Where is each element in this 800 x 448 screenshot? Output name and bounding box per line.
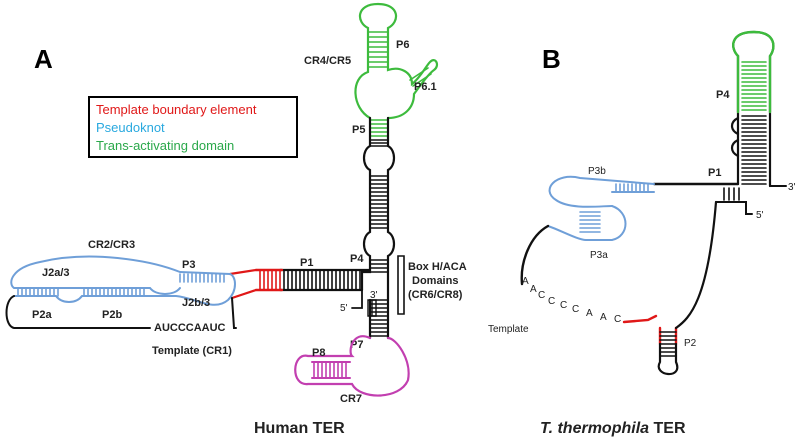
p6-helix-pairs <box>367 31 389 68</box>
p3-helix-pairs <box>179 273 225 283</box>
p5-helix-pairs-green <box>369 119 389 137</box>
template-nucleotide: A <box>522 276 529 287</box>
label-box-haca-3: (CR6/CR8) <box>408 289 463 301</box>
label-p1: P1 <box>300 257 313 269</box>
p2-helix-pairs <box>659 331 677 357</box>
label-box-haca-2: Domains <box>412 275 458 287</box>
label-cr7: CR7 <box>340 393 362 405</box>
p3b-helix-pairs <box>615 183 649 193</box>
legend-template-boundary: Template boundary element <box>96 102 257 117</box>
label-p4: P4 <box>350 253 364 265</box>
template-strand-right <box>231 297 237 329</box>
label-template-tet: Template <box>488 324 529 335</box>
p4-bulges <box>730 116 740 158</box>
p4-stem <box>732 30 775 188</box>
label-p2: P2 <box>684 338 697 349</box>
label-p2a: P2a <box>32 309 52 321</box>
panel-b-letter: B <box>542 44 561 74</box>
label-p2b: P2b <box>102 309 122 321</box>
label-3-prime-tet: 3' <box>788 182 796 193</box>
p1-helix-pairs <box>283 269 361 291</box>
label-p3b: P3b <box>588 166 606 177</box>
p1-bottom-strand-tet <box>715 201 753 215</box>
p3a-helix-pairs <box>579 211 601 233</box>
p8-helix-pairs <box>313 361 347 379</box>
label-p4-tet: P4 <box>716 89 730 101</box>
label-3-prime-human: 3' <box>370 290 378 301</box>
p4-green-pairs <box>741 61 767 111</box>
label-p6-1: P6.1 <box>414 81 437 93</box>
template-nucleotide: C <box>548 296 555 307</box>
template-nucleotide: A <box>586 308 593 319</box>
p4-helix-pairs <box>369 175 389 229</box>
stem-right-strand <box>386 116 396 340</box>
label-p8: P8 <box>312 347 325 359</box>
p7-helix-pairs <box>369 299 389 337</box>
strand-p2-to-p1 <box>674 200 718 330</box>
p3a-loop <box>547 205 627 241</box>
p2-hairpin <box>657 342 679 376</box>
label-template-sequence: AUCCCAAUC <box>154 322 226 334</box>
stem-left-strand <box>360 116 372 292</box>
p2a-helix-pairs <box>17 287 59 297</box>
legend-pseudoknot: Pseudoknot <box>96 120 165 135</box>
template-strand-left <box>5 295 151 329</box>
panel-b-caption-rest: TER <box>653 420 686 437</box>
template-boundary-pairs <box>259 269 281 291</box>
p4-black-pairs <box>741 115 767 185</box>
p5-helix-pairs <box>369 139 389 147</box>
label-p1-tet: P1 <box>708 167 721 179</box>
label-cr2-cr3: CR2/CR3 <box>88 239 135 251</box>
p3b-loop <box>548 175 655 208</box>
species-name: T. thermophila <box>540 420 650 437</box>
label-template-cr1: Template (CR1) <box>152 345 232 357</box>
panel-b-caption: T. thermophila TER <box>540 420 686 438</box>
panel-a-letter: A <box>34 44 53 74</box>
label-5-prime-tet: 5' <box>756 210 764 221</box>
cr4-cr5-backbone <box>354 2 439 120</box>
p4-green-loop <box>732 30 775 114</box>
template-nucleotide: C <box>560 300 567 311</box>
label-j2a3: J2a/3 <box>42 267 70 279</box>
template-nucleotide: C <box>614 314 621 325</box>
label-j2b3: J2b/3 <box>182 297 210 309</box>
p2b-helix-pairs <box>83 287 145 297</box>
p1-helix-pairs-tet <box>723 187 740 201</box>
template-nucleotide: C <box>572 304 579 315</box>
cr7-loop <box>294 335 410 397</box>
box-haca-bracket <box>397 255 405 315</box>
template-boundary-arms <box>228 268 258 300</box>
p4-lower-pairs <box>369 259 389 273</box>
template-strand-tet <box>520 224 550 286</box>
template-nucleotide: C <box>538 290 545 301</box>
pseudoknot-outer-loop <box>10 255 231 295</box>
label-5-prime-human: 5' <box>340 303 348 314</box>
strand-5-prime <box>351 289 363 309</box>
label-cr4-cr5: CR4/CR5 <box>304 55 351 67</box>
template-boundary-tet <box>622 314 658 324</box>
color-legend: Template boundary element Pseudoknot Tra… <box>88 96 298 158</box>
label-p3: P3 <box>182 259 195 271</box>
label-p5: P5 <box>352 124 365 136</box>
pseudoknot-inner-loop <box>13 273 236 306</box>
template-nucleotide: A <box>600 312 607 323</box>
template-nucleotide: A <box>530 284 537 295</box>
p6-1-helix-pairs <box>409 67 432 87</box>
panel-a-caption: Human TER <box>254 420 345 437</box>
label-p6: P6 <box>396 39 409 51</box>
legend-trans-activating: Trans-activating domain <box>96 138 235 153</box>
label-p3a: P3a <box>590 250 608 261</box>
strand-3-prime-box <box>367 299 377 317</box>
label-box-haca-1: Box H/ACA <box>408 261 467 273</box>
